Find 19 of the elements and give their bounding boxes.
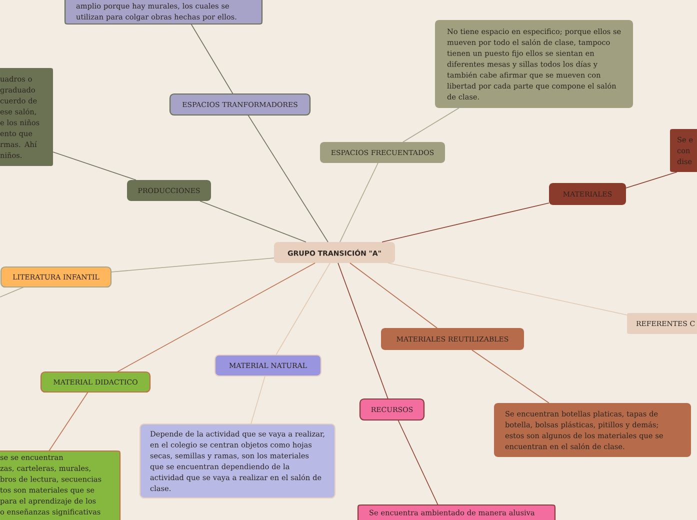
connector-line [472,350,550,404]
connector-line [190,24,234,94]
connector-line [350,262,438,328]
connector-line [382,202,550,242]
connector-line [276,262,330,356]
connector-line [0,286,24,298]
connector-line [402,108,460,142]
connector-line [52,152,136,180]
connector-line [48,392,88,452]
connector-line [388,262,628,316]
connector-line [338,262,388,400]
connector-line [340,162,378,242]
connector-line [250,376,266,424]
connector-line [110,258,274,272]
connector-line [116,262,316,372]
connector-line [248,114,328,242]
connector-line [200,200,306,242]
connector-line [626,172,678,188]
connector-line [398,420,438,506]
